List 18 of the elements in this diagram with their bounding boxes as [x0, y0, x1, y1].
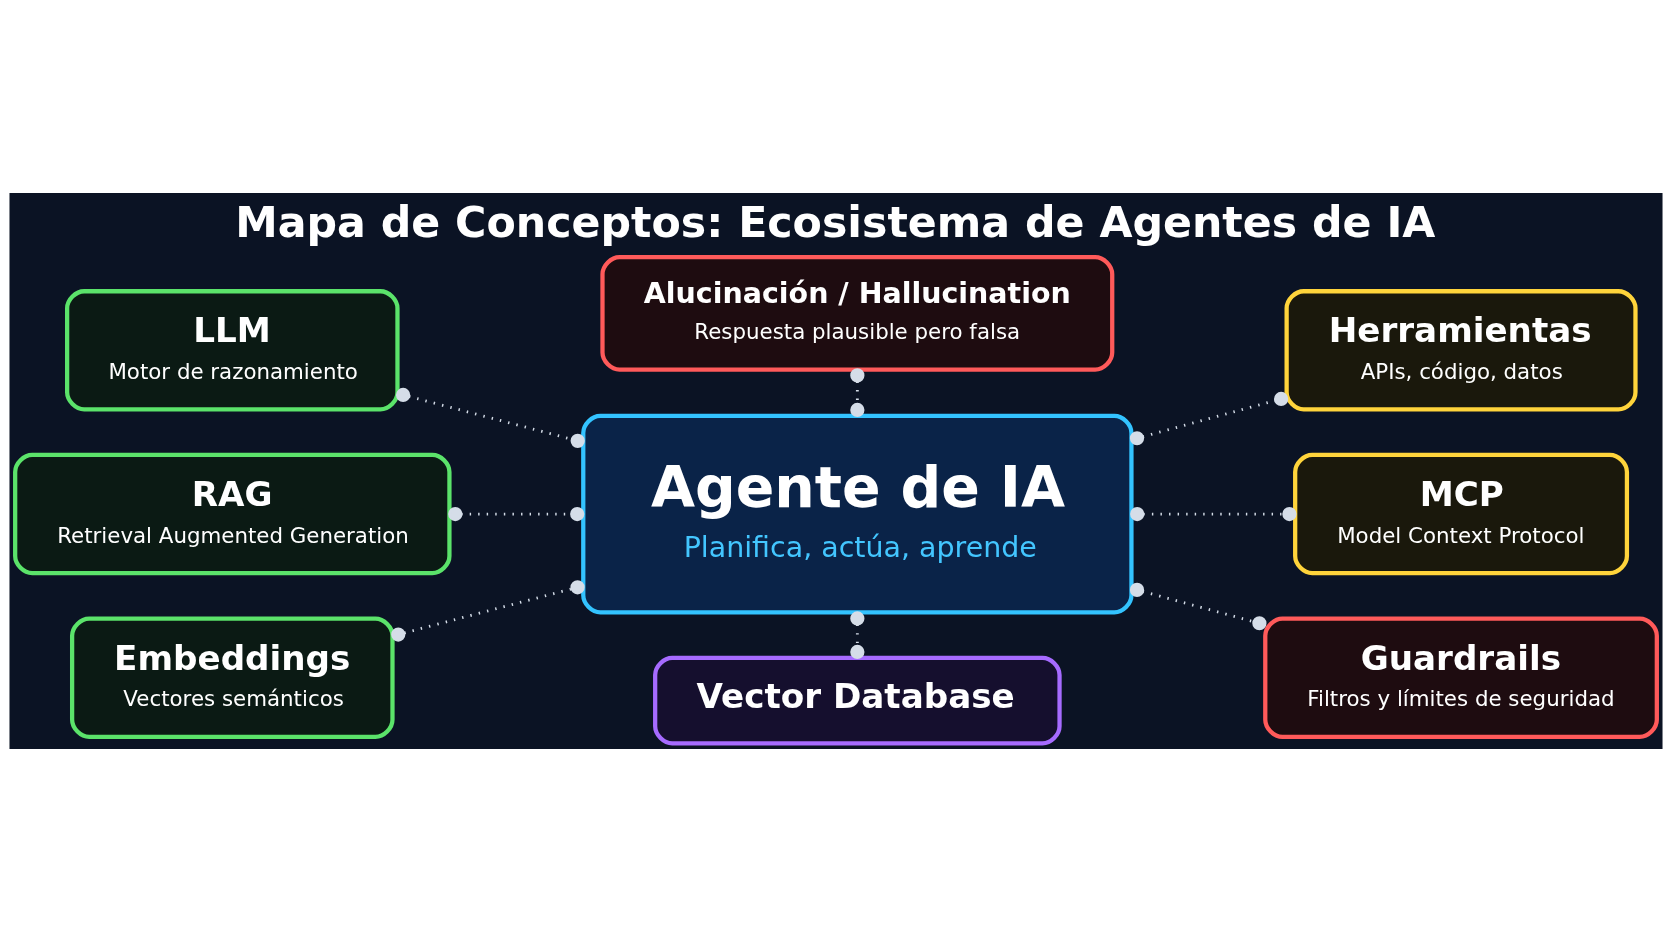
node-box: LLM Motor de razonamiento	[65, 288, 400, 412]
connector	[1130, 506, 1297, 521]
connector	[391, 579, 585, 642]
node-box: Agente de IA Planifica, actúa, aprende	[581, 413, 1134, 614]
connector	[448, 506, 585, 521]
node-box: MCP Model Context Protocol	[1293, 452, 1630, 575]
node-box: Embeddings Vectores semánticos	[70, 616, 395, 739]
node-box: Herramientas APIs, código, datos	[1284, 288, 1638, 412]
connector	[850, 610, 865, 659]
node-box: RAG Retrieval Augmented Generation	[13, 452, 452, 575]
node-box: Guardrails Filtros y límites de seguridad	[1263, 616, 1659, 739]
connector	[396, 387, 585, 448]
node-box: Alucinación / Hallucination Respuesta plausible pero falsa	[600, 254, 1115, 372]
connector	[1129, 582, 1267, 630]
diagram-title: Mapa de Conceptos: Ecosistema de Agentes de IA	[235, 196, 1436, 247]
connector	[850, 367, 865, 417]
node-box: Vector Database	[653, 655, 1062, 745]
connector	[1129, 391, 1289, 445]
